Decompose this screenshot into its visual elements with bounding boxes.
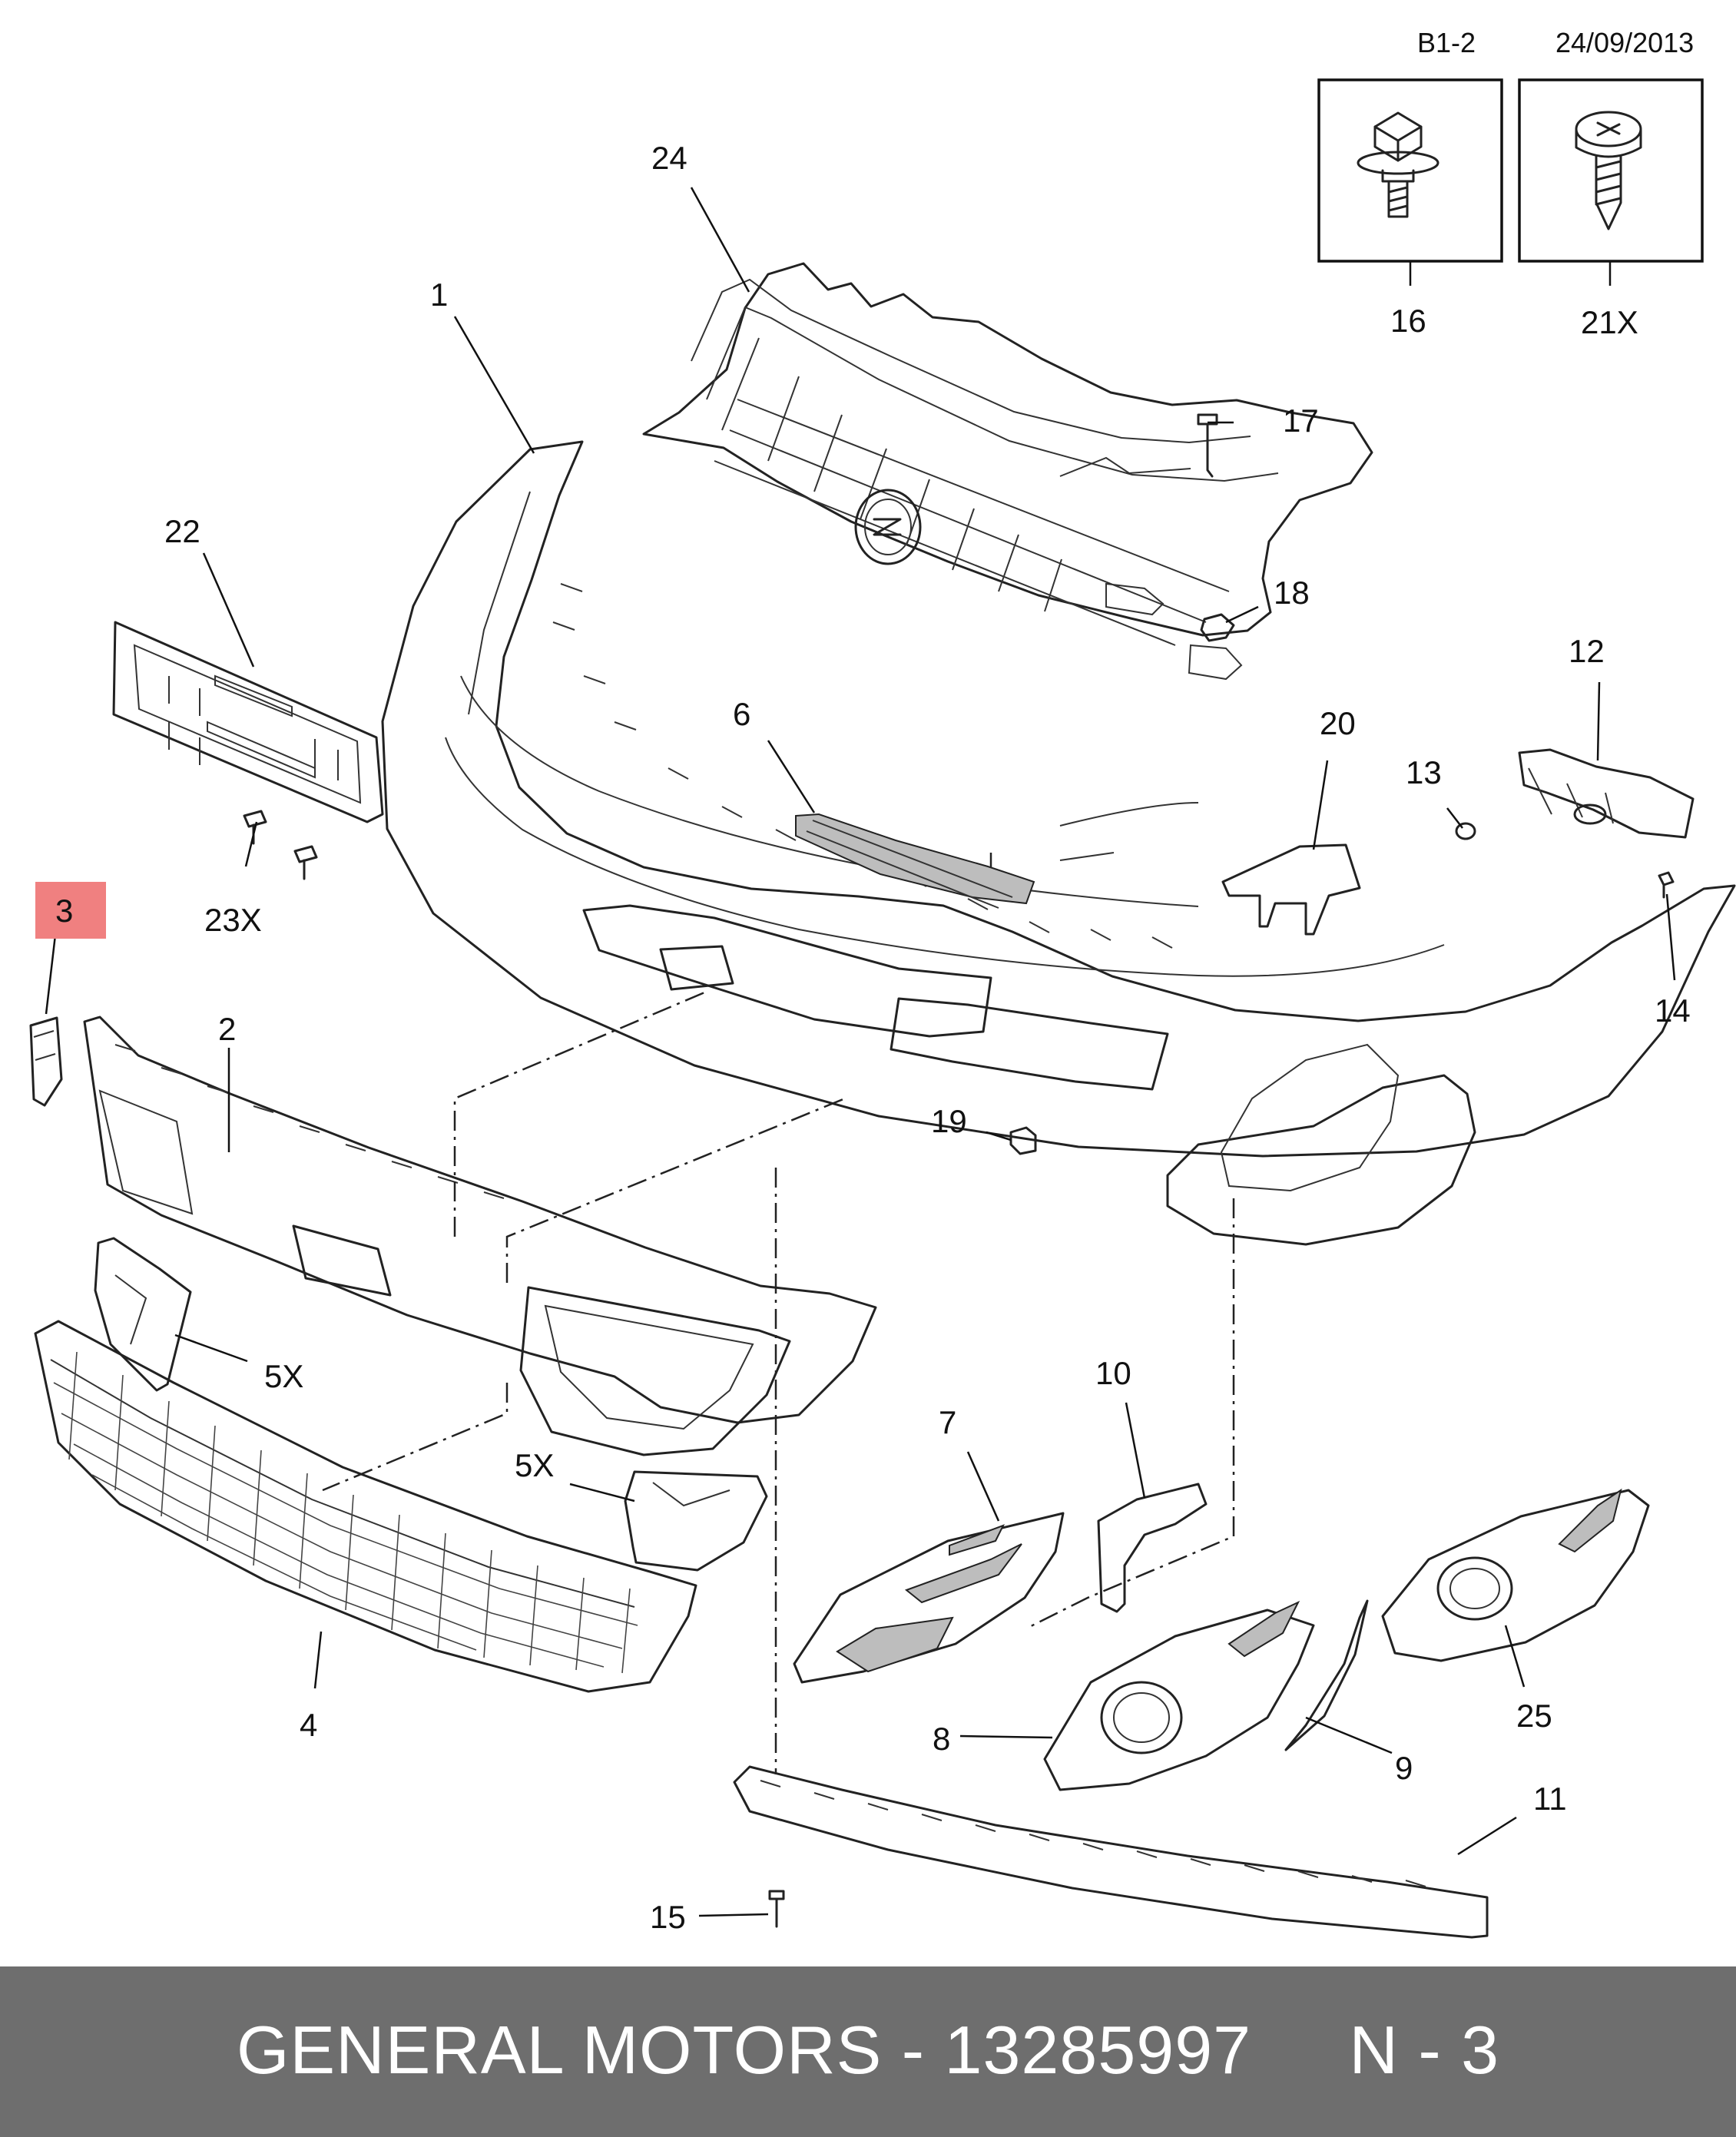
part-22-license-plate-bracket[interactable]: [112, 621, 384, 823]
part-5x-trim-lower[interactable]: [624, 1470, 768, 1572]
footer-bar: GENERAL MOTORS - 13285997 N - 3: [0, 1966, 1736, 2137]
part-14-screw[interactable]: [1658, 871, 1675, 899]
part-7-fog-bezel-mesh[interactable]: [793, 1512, 1065, 1684]
part-24-upper-grille[interactable]: [642, 262, 1373, 681]
callout-16: 16: [1390, 303, 1426, 339]
part-20-bracket[interactable]: [1221, 843, 1361, 936]
leader-lines: [45, 187, 1676, 1917]
part-2-lower-fascia[interactable]: [83, 1015, 877, 1456]
part-19-clip[interactable]: [1009, 1126, 1037, 1155]
part-10-bracket[interactable]: [1097, 1483, 1208, 1613]
part-23x-screws[interactable]: [243, 810, 318, 880]
callout-7: 7: [939, 1404, 956, 1440]
fastener-box-21x[interactable]: 21X: [1518, 78, 1704, 340]
part-6-mesh-insert[interactable]: [795, 813, 1035, 909]
assembly-lines: [322, 853, 1235, 1774]
callout-22: 22: [164, 513, 200, 549]
callout-24: 24: [651, 140, 687, 176]
callout-8: 8: [933, 1721, 950, 1757]
callout-15: 15: [650, 1899, 686, 1935]
callout-11: 11: [1533, 1781, 1567, 1817]
callout-9: 9: [1395, 1750, 1413, 1786]
part-25-fog-bezel-right[interactable]: [1381, 1488, 1650, 1662]
fastener-box-16[interactable]: 16: [1317, 78, 1503, 339]
callout-25: 25: [1516, 1698, 1552, 1734]
page-ref: B1-2: [1417, 27, 1476, 58]
phillips-tapping-screw-icon: [1575, 111, 1642, 230]
callout-12: 12: [1569, 633, 1605, 669]
footer-part-number: 13285997: [944, 2012, 1252, 2088]
highlight-box-part-3: [35, 882, 106, 939]
footer-brand: GENERAL MOTORS: [236, 2012, 883, 2088]
callout-3: 3: [55, 893, 73, 929]
callout-1: 1: [430, 277, 448, 313]
callout-17: 17: [1283, 403, 1319, 439]
callout-10: 10: [1095, 1355, 1131, 1391]
part-17-screw[interactable]: [1197, 413, 1218, 478]
part-11-lower-lip[interactable]: [733, 1765, 1489, 1939]
callout-6: 6: [733, 696, 750, 732]
callout-18: 18: [1274, 575, 1310, 611]
callout-4: 4: [300, 1707, 317, 1743]
callout-19: 19: [931, 1103, 967, 1139]
callout-23x: 23X: [204, 902, 262, 938]
callout-14: 14: [1655, 992, 1691, 1029]
part-4-lower-grille[interactable]: [34, 1320, 697, 1693]
footer-page: N - 3: [1349, 2012, 1500, 2088]
diagram-date: 24/09/2013: [1555, 27, 1694, 58]
parts-diagram: B1-2 24/09/2013 16 21X: [29, 27, 1736, 1939]
hex-flange-bolt-icon: [1357, 111, 1439, 218]
callout-5x-lower: 5X: [515, 1447, 554, 1483]
part-5x-trim-upper[interactable]: [94, 1237, 192, 1392]
part-15-screw[interactable]: [768, 1890, 785, 1928]
callout-20: 20: [1320, 705, 1356, 741]
footer-title: GENERAL MOTORS - 13285997 N - 3: [0, 2011, 1736, 2089]
part-8-fog-bezel[interactable]: [1043, 1600, 1315, 1791]
callout-5x-upper: 5X: [264, 1358, 303, 1394]
part-3-clip[interactable]: [29, 1016, 63, 1107]
callout-21x: 21X: [1581, 304, 1638, 340]
part-18-clip[interactable]: [1200, 613, 1235, 642]
part-12-side-bracket[interactable]: [1518, 748, 1695, 839]
part-9-trim-strip[interactable]: [1284, 1599, 1369, 1751]
callout-2: 2: [218, 1011, 236, 1047]
callout-13: 13: [1406, 754, 1442, 790]
part-13-screw[interactable]: [1455, 822, 1476, 840]
footer-separator: -: [901, 2012, 926, 2088]
